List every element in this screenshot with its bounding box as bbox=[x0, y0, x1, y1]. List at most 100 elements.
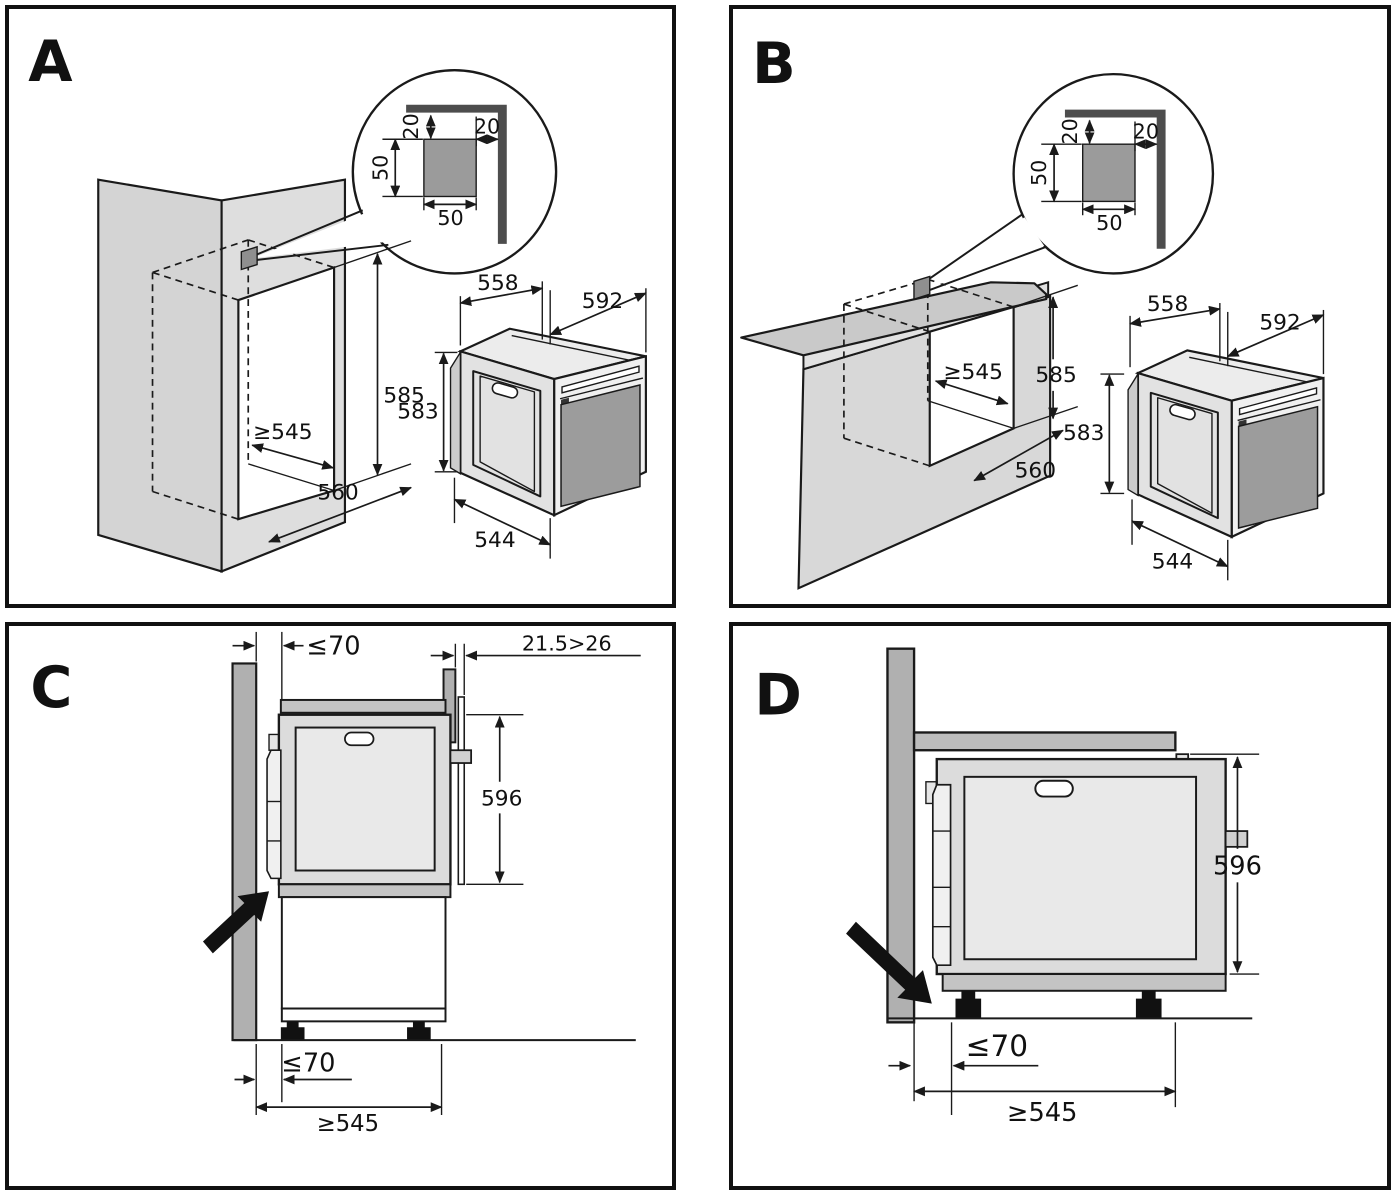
svg-text:50: 50 bbox=[368, 155, 392, 181]
worktop bbox=[912, 731, 1177, 752]
oven-door-trim bbox=[1127, 371, 1139, 497]
svg-text:≥545: ≥545 bbox=[1007, 1098, 1077, 1128]
rear-vent-tab bbox=[449, 749, 473, 764]
dim-oven-height: 583 bbox=[397, 351, 458, 473]
svg-text:20: 20 bbox=[399, 113, 423, 139]
svg-text:≤70: ≤70 bbox=[306, 632, 360, 662]
svg-text:592: 592 bbox=[1259, 311, 1300, 336]
niche-hidden-edges bbox=[151, 239, 335, 520]
oven-door-frame-inner bbox=[479, 375, 536, 493]
oven-handle-slot bbox=[1169, 403, 1196, 421]
dim-front-gap-top: ≤70 bbox=[232, 632, 361, 700]
svg-text:585: 585 bbox=[383, 384, 424, 409]
cabinet-side-face bbox=[97, 178, 223, 573]
oven-control-slot bbox=[1238, 387, 1318, 416]
rear-strip bbox=[457, 696, 466, 886]
dim-rear-gap: 21.5>26 bbox=[430, 632, 641, 696]
svg-text:50: 50 bbox=[437, 206, 463, 230]
svg-text:20: 20 bbox=[474, 114, 500, 138]
svg-text:20: 20 bbox=[1133, 119, 1159, 143]
dim-oven-depth-top: 558 bbox=[1129, 292, 1221, 368]
svg-text:544: 544 bbox=[1152, 549, 1193, 574]
oven-fascia-line bbox=[559, 377, 644, 400]
svg-text:560: 560 bbox=[1015, 459, 1056, 484]
dim-inset-square-width: 50 bbox=[1081, 202, 1136, 235]
oven-control-slot bbox=[561, 365, 640, 394]
panel-d: D bbox=[729, 622, 1391, 1190]
oven-handle-slot bbox=[1034, 779, 1074, 798]
oven-handle-slot bbox=[344, 731, 375, 747]
panel-b: B bbox=[729, 5, 1391, 608]
dim-oven-depth-bottom: 544 bbox=[1131, 499, 1229, 581]
oven-side-view bbox=[888, 757, 1253, 1020]
dim-min-depth: ≥545 bbox=[255, 1044, 443, 1137]
oven-door-frame-outer bbox=[1149, 391, 1219, 520]
oven-side-view bbox=[266, 713, 473, 899]
dim-oven-depth-top: 558 bbox=[459, 271, 544, 346]
callout-tail bbox=[922, 217, 1045, 291]
fixing-square bbox=[423, 138, 477, 198]
dim-inset-gap-side: 20 bbox=[1133, 119, 1159, 152]
adjacent-panel bbox=[231, 662, 258, 1042]
dim-front-gap: ≤70 bbox=[888, 1022, 1039, 1116]
adjustable-foot bbox=[955, 990, 982, 1019]
oven-inner-panel bbox=[963, 775, 1198, 961]
dim-front-gap-bottom: ≤70 bbox=[234, 1044, 352, 1116]
support-shelf bbox=[277, 883, 452, 899]
corner-detail-inset: 20 20 50 50 bbox=[1027, 109, 1166, 249]
svg-text:21.5>26: 21.5>26 bbox=[522, 632, 612, 656]
callout-line-2 bbox=[923, 245, 1047, 294]
rear-vent-tab bbox=[1224, 830, 1249, 848]
dim-oven-height: 583 bbox=[1063, 373, 1125, 495]
oven-isometric bbox=[449, 327, 647, 517]
dim-inset-square-height: 50 bbox=[368, 138, 423, 198]
base-cabinet-box bbox=[280, 896, 447, 1010]
svg-text:583: 583 bbox=[1063, 421, 1104, 446]
svg-text:≥545: ≥545 bbox=[253, 420, 313, 445]
callout-tail bbox=[251, 213, 387, 259]
svg-text:544: 544 bbox=[474, 528, 515, 553]
svg-text:≤70: ≤70 bbox=[281, 1049, 335, 1079]
dim-niche-height: 585 bbox=[1013, 284, 1078, 430]
fixing-marker bbox=[913, 275, 931, 301]
dim-inset-gap-top: 20 bbox=[1058, 118, 1095, 145]
airflow-arrow bbox=[846, 921, 932, 1004]
callout-balloon bbox=[919, 72, 1215, 294]
svg-text:≤70: ≤70 bbox=[966, 1029, 1028, 1063]
base-cabinet-bottom bbox=[280, 1007, 447, 1023]
callout-line-1 bbox=[248, 209, 364, 259]
oven-inner-panel bbox=[294, 726, 436, 872]
svg-text:≥545: ≥545 bbox=[317, 1111, 379, 1137]
dim-inset-square-height: 50 bbox=[1027, 143, 1082, 203]
base-cabinet bbox=[233, 896, 636, 1042]
svg-text:592: 592 bbox=[582, 289, 623, 314]
oven-door-frame-outer bbox=[472, 370, 542, 498]
airflow-arrow bbox=[202, 891, 270, 954]
panel-letter: D bbox=[754, 663, 801, 729]
adjustable-foot bbox=[407, 1021, 431, 1041]
svg-text:50: 50 bbox=[1096, 211, 1122, 235]
dim-oven-height: 596 bbox=[1190, 753, 1262, 975]
dim-niche-width: ≥545 bbox=[934, 360, 1009, 406]
svg-text:596: 596 bbox=[481, 786, 522, 811]
dim-inset-gap-top: 20 bbox=[399, 113, 436, 140]
svg-text:≥545: ≥545 bbox=[943, 360, 1003, 385]
dim-oven-width: 592 bbox=[549, 288, 647, 353]
callout-balloon bbox=[248, 68, 558, 275]
adjustable-foot bbox=[1135, 990, 1162, 1019]
door-front-edge bbox=[931, 783, 952, 966]
dim-niche-width: ≥545 bbox=[251, 420, 335, 470]
callout-line-2 bbox=[251, 243, 389, 262]
dim-oven-depth-bottom: 544 bbox=[453, 477, 552, 559]
svg-text:20: 20 bbox=[1058, 118, 1082, 144]
svg-text:583: 583 bbox=[397, 399, 438, 424]
dim-niche-height: 585 bbox=[333, 240, 425, 492]
panel-letter: A bbox=[28, 29, 72, 95]
corner-detail-inset: 20 20 50 50 bbox=[368, 104, 507, 244]
dim-niche-depth: 560 bbox=[973, 429, 1064, 484]
oven-door-window bbox=[560, 383, 641, 508]
svg-text:596: 596 bbox=[1213, 851, 1262, 881]
dim-inset-gap-side: 20 bbox=[474, 114, 500, 147]
callout-line-1 bbox=[919, 213, 1024, 287]
